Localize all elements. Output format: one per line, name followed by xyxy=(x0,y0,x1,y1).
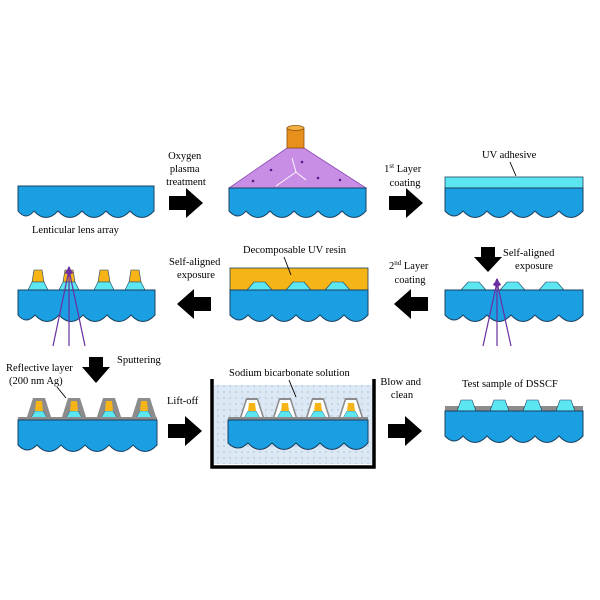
lens-substrate xyxy=(227,419,369,450)
adhesive-pattern xyxy=(499,281,526,291)
step-arrow-7 xyxy=(168,416,202,446)
step-arrow-4 xyxy=(394,289,428,319)
plasma-particle xyxy=(316,176,320,180)
pointer-uv-adhesive xyxy=(509,161,517,177)
lens-substrate xyxy=(17,185,155,218)
plasma-particle xyxy=(251,179,255,183)
step-arrow-8 xyxy=(388,416,422,446)
pointer-solution xyxy=(288,379,297,398)
panel-test-sample xyxy=(444,399,584,443)
lens-substrate xyxy=(444,289,584,322)
resin-pattern xyxy=(128,269,142,283)
resin-pattern xyxy=(97,269,111,283)
label-sodium-bicarbonate: Sodium bicarbonate solution xyxy=(229,368,350,379)
plasma-path-arrow xyxy=(291,157,297,173)
lens-substrate xyxy=(444,187,584,218)
label-sputtering: Sputtering xyxy=(117,355,161,366)
label-blow-and-clean: Blow and clean xyxy=(380,377,423,401)
adhesive-pattern xyxy=(124,281,146,291)
adhesive-pattern xyxy=(460,281,487,291)
panel-sputtering xyxy=(17,398,158,452)
panel-decomposable-uv-resin xyxy=(229,267,369,322)
label-second-layer-coating: 2nd Layer coating xyxy=(389,259,431,286)
adhesive-pattern xyxy=(93,281,115,291)
panel-uv-adhesive xyxy=(444,176,584,218)
label-uv-adhesive: UV adhesive xyxy=(482,150,537,161)
cleaned-feature xyxy=(456,399,477,412)
plasma-cone xyxy=(227,147,368,189)
label-reflective-layer: Reflective layer (200 nm Ag) xyxy=(6,363,75,387)
lens-substrate xyxy=(444,410,584,443)
label-lift-off: Lift-off xyxy=(167,396,199,407)
coated-features xyxy=(26,398,157,420)
cleaned-feature xyxy=(555,399,576,412)
label-self-aligned-exposure-right: Self-aligned exposure xyxy=(503,248,557,272)
plasma-nozzle xyxy=(286,127,305,149)
panel-plasma-treatment xyxy=(227,125,368,218)
plasma-nozzle-top xyxy=(286,125,305,131)
lens-substrate xyxy=(17,289,156,322)
step-arrow-1 xyxy=(169,188,203,218)
pointer-reflective-layer xyxy=(56,386,67,399)
uv-adhesive-layer xyxy=(444,176,584,189)
label-test-sample: Test sample of DSSCF xyxy=(462,379,558,390)
panel-self-aligned-exposure-left xyxy=(17,266,156,347)
plasma-particle xyxy=(338,178,342,182)
silver-film xyxy=(18,417,157,420)
adhesive-pattern xyxy=(27,281,49,291)
label-first-layer-coating: 1st Layer coating xyxy=(384,162,424,189)
lifting-features xyxy=(239,398,364,420)
lens-substrate xyxy=(17,419,158,452)
lens-substrate xyxy=(228,187,367,218)
plasma-particle xyxy=(300,160,304,164)
label-self-aligned-exposure-left: Self-aligned exposure xyxy=(169,257,223,281)
lens-substrate xyxy=(229,289,369,322)
step-arrow-3 xyxy=(474,247,502,272)
container-walls xyxy=(210,379,376,469)
label-lenticular-lens-array: Lenticular lens array xyxy=(32,225,120,236)
label-oxygen-plasma: Oxygen plasma treatment xyxy=(166,151,206,188)
step-arrow-5 xyxy=(177,289,211,319)
cleaned-feature xyxy=(489,399,510,412)
uv-light-rays xyxy=(52,266,86,347)
label-decomposable-uv-resin: Decomposable UV resin xyxy=(243,245,347,256)
panel-lenticular-lens-array xyxy=(17,185,155,218)
cleaned-feature xyxy=(522,399,543,412)
panel-lift-off-bath xyxy=(210,379,376,469)
pointer-uv-resin xyxy=(283,256,292,276)
panel-self-aligned-exposure-right xyxy=(444,278,584,347)
plasma-particle xyxy=(269,168,273,172)
silver-film xyxy=(228,417,368,420)
adhesive-pattern xyxy=(538,281,565,291)
step-arrow-2 xyxy=(389,188,423,218)
silver-film xyxy=(445,406,583,411)
uv-light-rays xyxy=(482,278,512,347)
step-arrow-6 xyxy=(82,357,110,383)
resin-pattern xyxy=(31,269,45,283)
